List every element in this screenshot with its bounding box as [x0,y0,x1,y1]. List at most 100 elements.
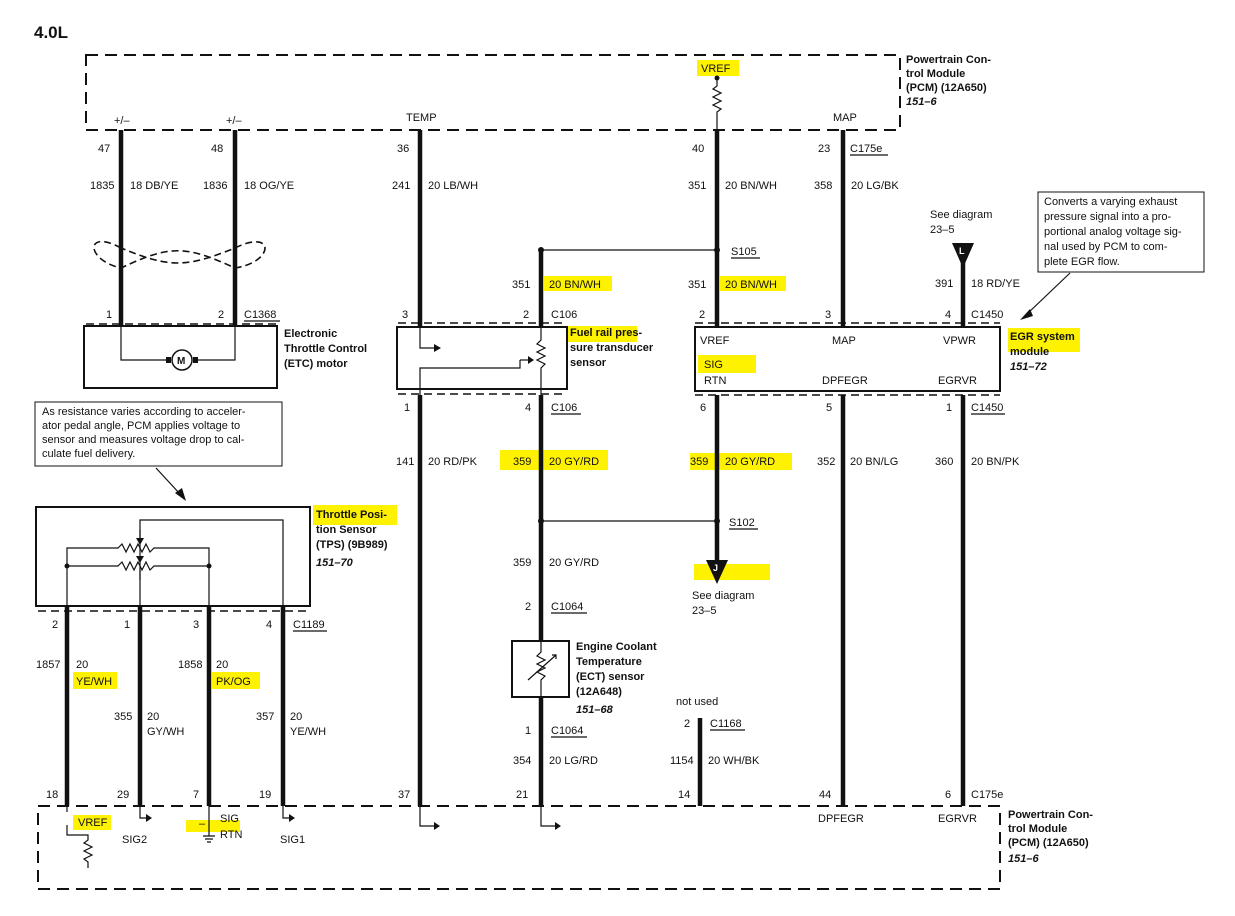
pcm-bottom-sig1-label: SIG1 [280,834,305,846]
tps-pin-2: 2 [52,619,58,631]
circuit-359-egr: 359 [690,456,708,468]
engine-title: 4.0L [34,23,68,42]
svg-text:DPFEGR: DPFEGR [822,375,868,387]
pin-23: 23 [818,143,830,155]
frp-pin-2: 2 [523,309,529,321]
svg-text:SIG: SIG [704,359,723,371]
frp-pin-1: 1 [404,402,410,414]
svg-text:L: L [959,246,965,256]
svg-text:Throttle Control: Throttle Control [284,343,367,355]
egr-pin-6: 6 [700,402,706,414]
wire-359-egr: 20 GY/RD [725,456,775,468]
svg-text:trol Module: trol Module [1008,823,1067,835]
wire-141: 20 RD/PK [428,456,478,468]
egr-connector-top: C1450 [971,309,1003,321]
egr-pin-5: 5 [826,402,832,414]
svg-text:Powertrain Con-: Powertrain Con- [1008,809,1093,821]
wires [64,130,966,806]
see-diagram-l-line2: 23–5 [930,224,954,236]
circuit-1858: 1858 [178,659,202,671]
svg-text:Fuel rail pres-: Fuel rail pres- [570,327,642,339]
splice-s105 [538,247,720,253]
frp-pin-4: 4 [525,402,531,414]
wire-1835: 18 DB/YE [130,180,178,192]
pcm-top-title: Powertrain Con- trol Module (PCM) (12A65… [906,54,991,108]
pcm-bottom-title: Powertrain Con- trol Module (PCM) (12A65… [1008,809,1093,865]
ect-connector-top: C1064 [551,601,583,613]
pcm-pm1-label: +/– [114,115,130,127]
circuit-1836: 1836 [203,180,227,192]
frp-circuit-351: 351 [512,279,530,291]
pcm-bottom-internals [66,806,561,868]
svg-text:sensor: sensor [570,357,607,369]
egr-module-box [694,326,1001,392]
etc-motor-box [83,325,278,389]
ect-pin-2: 2 [525,601,531,613]
frp-wire-351: 20 BN/WH [549,279,601,291]
wire-1858: PK/OG [216,676,251,688]
etc-pin-1: 1 [106,309,112,321]
svg-text:pressure signal into a pro-: pressure signal into a pro- [1044,211,1172,223]
pcm-bottom-vref-label: VREF [78,817,108,829]
pcm-map-label: MAP [833,112,857,124]
vref-resistor-icon [711,75,723,130]
svg-text:EGRVR: EGRVR [938,375,977,387]
wire-355: GY/WH [147,726,184,738]
svg-text:Engine Coolant: Engine Coolant [576,641,657,653]
svg-text:MAP: MAP [832,335,856,347]
svg-text:EGR system: EGR system [1010,331,1075,343]
egr-module-title: EGR system module 151–72 [1010,331,1075,373]
pin-40: 40 [692,143,704,155]
frp-internal-icon [419,327,547,395]
wire-241: 20 LB/WH [428,180,478,192]
egr-note-arrow-icon [1020,272,1071,320]
see-diagram-j-line2: 23–5 [692,605,716,617]
gauge-355: 20 [147,711,159,723]
svg-text:(PCM) (12A650): (PCM) (12A650) [1008,837,1089,849]
svg-text:sure transducer: sure transducer [570,342,654,354]
pcm-bottom-rtn-label: RTN [220,829,242,841]
highlights [73,60,1080,832]
pin-6: 6 [945,789,951,801]
svg-text:151–6: 151–6 [906,96,937,108]
pin-7: 7 [193,789,199,801]
motor-icon: M [120,326,236,371]
pcm-bottom-dpfegr-label: DPFEGR [818,813,864,825]
circuit-141: 141 [396,456,414,468]
marker-j-icon: J [706,560,728,584]
svg-text:151–6: 151–6 [1008,853,1039,865]
svg-text:sensor and measures voltage dr: sensor and measures voltage drop to cal- [42,434,245,446]
see-diagram-l-line1: See diagram [930,209,992,221]
pcm-temp-label: TEMP [406,112,437,124]
svg-text:J: J [713,563,718,573]
svg-text:Electronic: Electronic [284,328,337,340]
pcm-connector-c175e-top: C175e [850,143,882,155]
marker-l-icon: L [952,243,974,268]
wire-359-frp: 20 GY/RD [549,456,599,468]
wire-1836: 18 OG/YE [244,180,294,192]
tps-pin-3: 3 [193,619,199,631]
tps-pin-1: 1 [124,619,130,631]
svg-text:151–72: 151–72 [1010,361,1047,373]
wire-351: 20 BN/WH [725,180,777,192]
egr-pin-4: 4 [945,309,951,321]
wire-1857: YE/WH [76,676,112,688]
tps-internal-icon [64,519,284,607]
tps-title: Throttle Posi- tion Sensor (TPS) (9B989)… [316,509,388,569]
pin-18: 18 [46,789,58,801]
frp-title: Fuel rail pres- sure transducer sensor [570,327,654,369]
pin-21: 21 [516,789,528,801]
egr-module-labels: VREF MAP VPWR SIG RTN DPFEGR EGRVR [700,335,977,387]
svg-text:RTN: RTN [704,375,726,387]
circuit-1154: 1154 [670,755,694,767]
gauge-357: 20 [290,711,302,723]
frp-sensor-box [396,326,568,390]
egr-connector-bottom: C1450 [971,402,1003,414]
pin-48: 48 [211,143,223,155]
svg-text:trol Module: trol Module [906,68,965,80]
pin-44: 44 [819,789,831,801]
etc-connector-label: C1368 [244,309,276,321]
circuit-351: 351 [688,180,706,192]
svg-text:151–70: 151–70 [316,557,354,569]
pcm-vref-label: VREF [701,63,731,75]
